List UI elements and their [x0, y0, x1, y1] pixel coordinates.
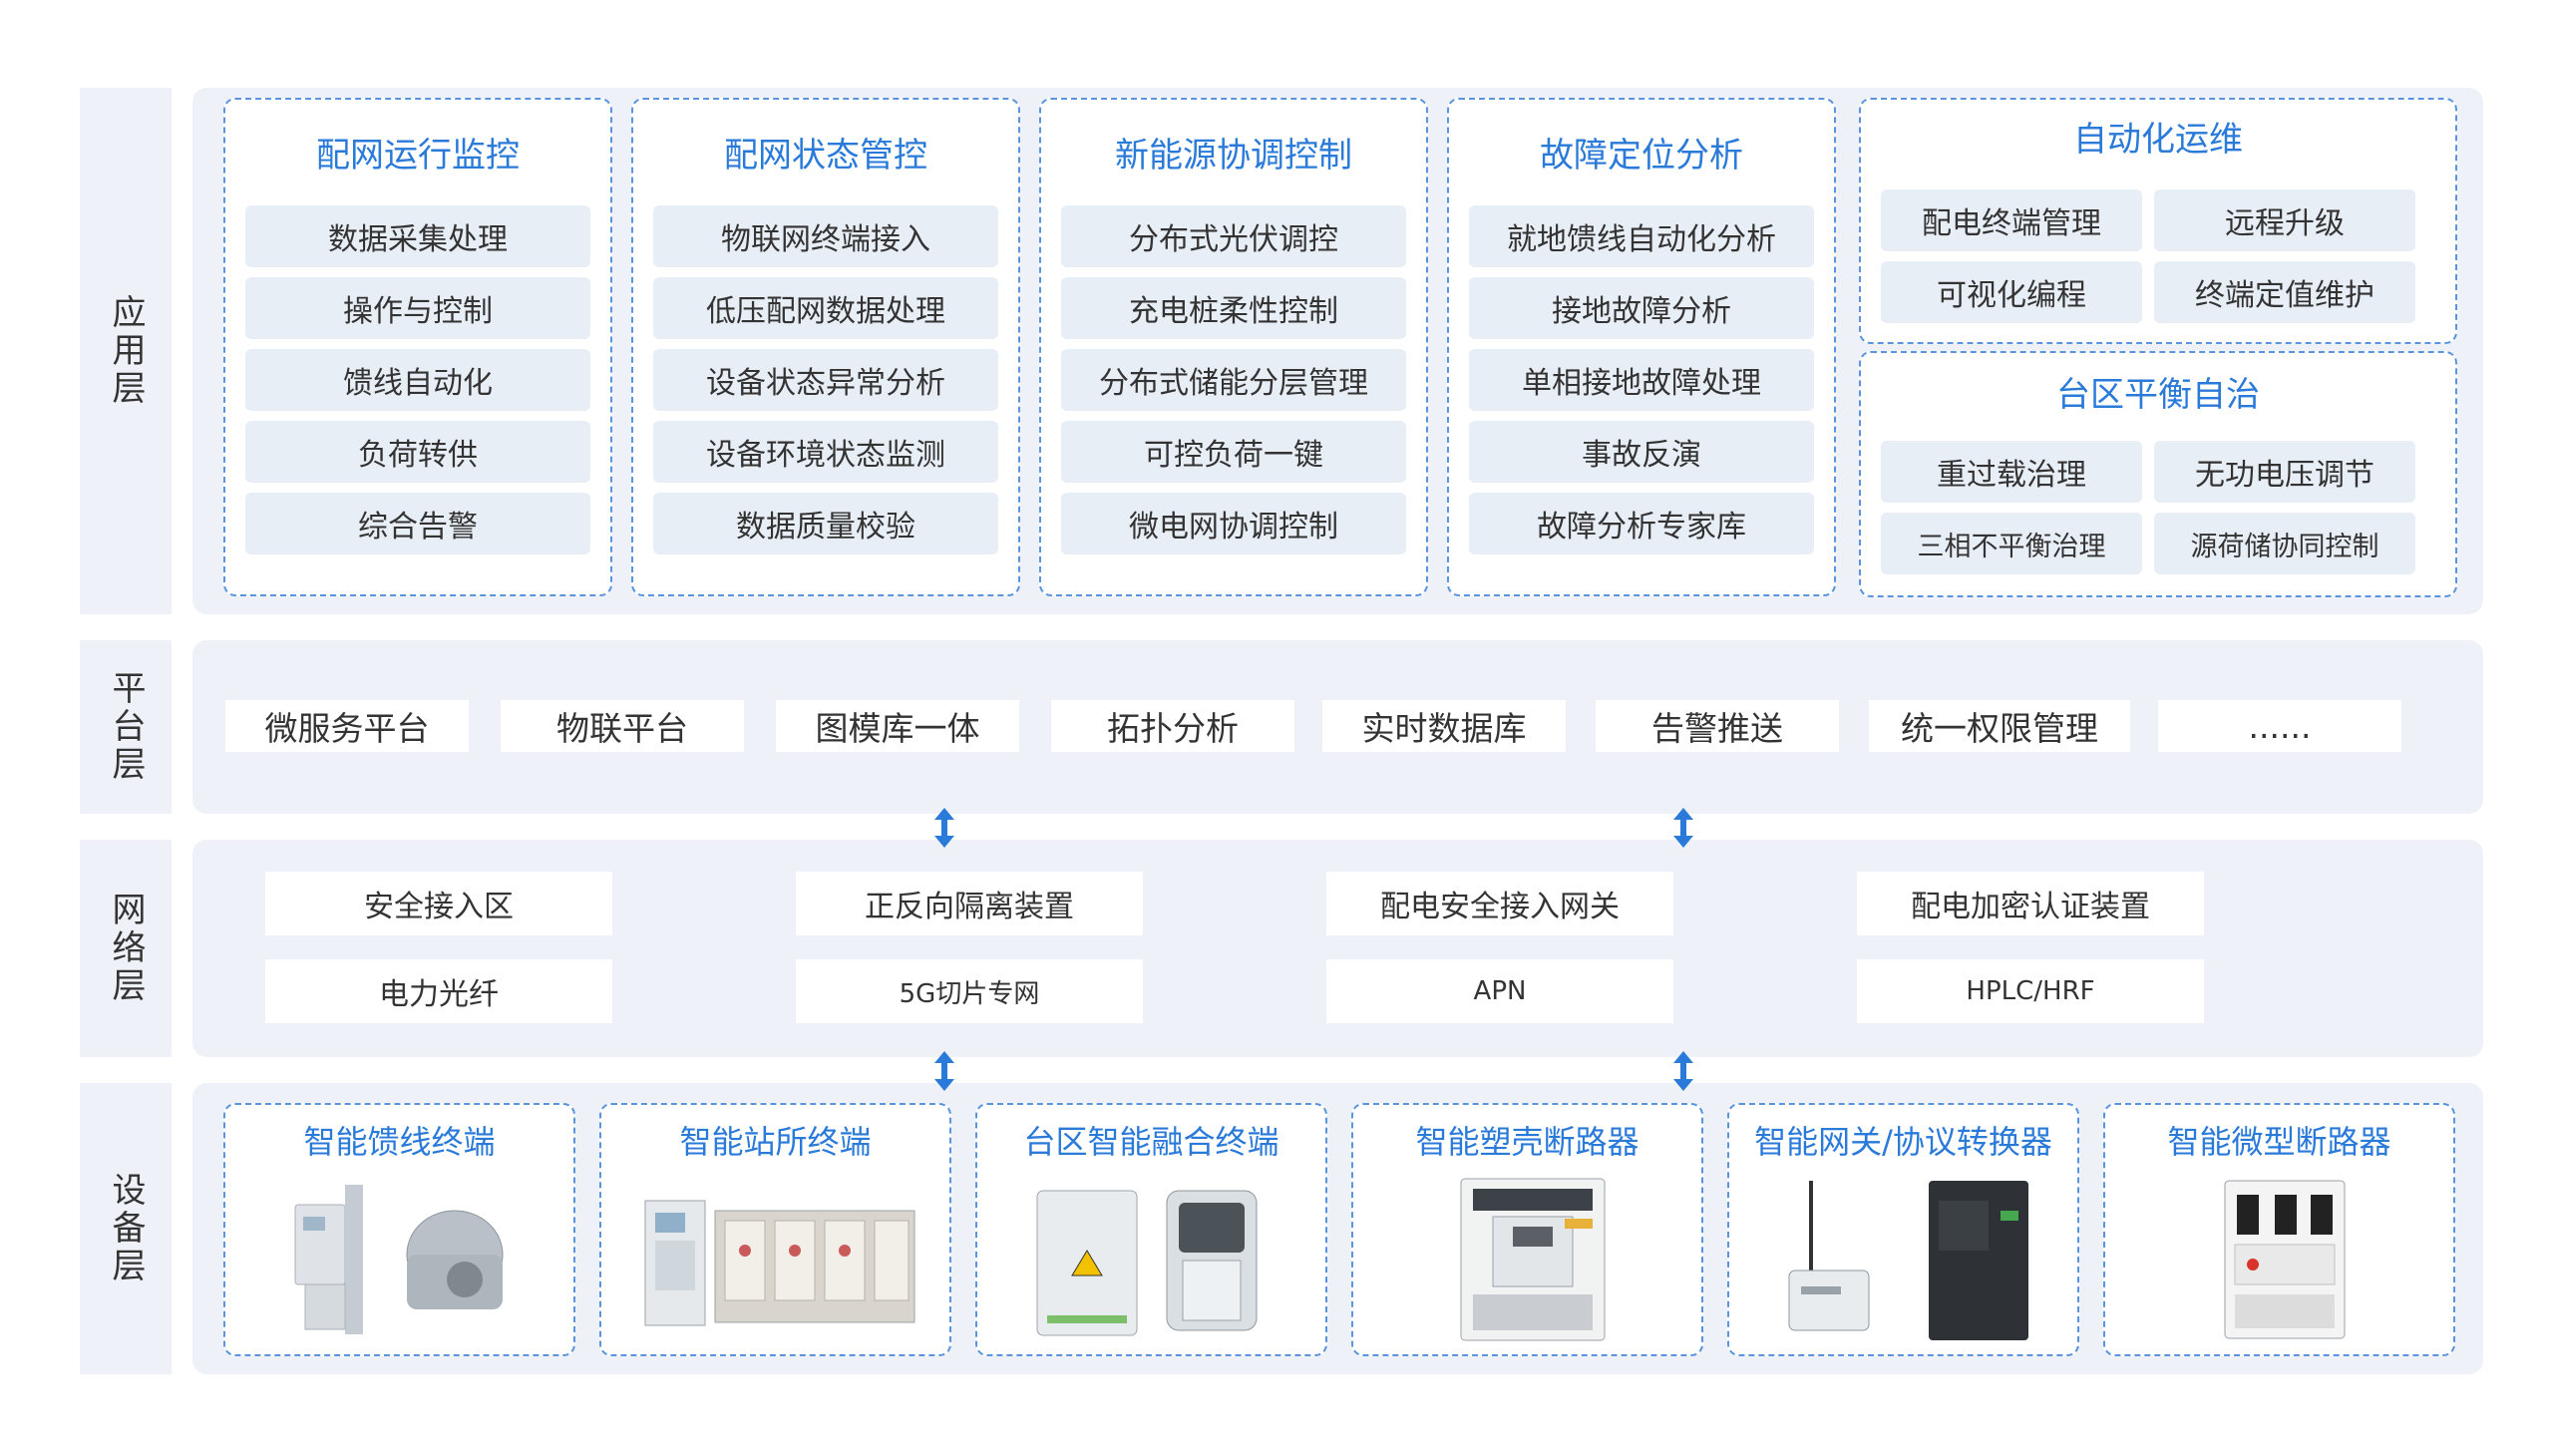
auto-ops-item: 可视化编程 [1881, 261, 2142, 323]
card-title: 配网状态管控 [724, 136, 927, 176]
device-title: 智能网关/协议转换器 [1754, 1123, 2052, 1161]
platform-item: 图模库一体 [776, 700, 1019, 752]
app-card-item: 分布式光伏调控 [1061, 205, 1406, 267]
network-item: 5G切片专网 [796, 959, 1143, 1023]
platform-item: 微服务平台 [225, 700, 469, 752]
app-card-item: 可控负荷一键 [1061, 421, 1406, 483]
layer-label-text: 平台层 [106, 670, 146, 784]
platform-item: 拓扑分析 [1051, 700, 1294, 752]
bidirectional-arrow-icon [934, 1051, 954, 1091]
auto-ops-item: 配电终端管理 [1881, 189, 2142, 251]
network-item: APN [1326, 959, 1673, 1023]
platform-item: 实时数据库 [1322, 700, 1566, 752]
auto-ops-card: 自动化运维 配电终端管理 远程升级 可视化编程 终端定值维护 [1859, 98, 2457, 344]
layer-label-application: 应用层 [80, 88, 172, 614]
device-card-station-terminal: 智能站所终端 [599, 1103, 951, 1356]
layer-label-text: 网络层 [106, 892, 146, 1005]
bidirectional-arrow-icon [1673, 808, 1693, 848]
app-card-item: 数据采集处理 [245, 205, 590, 267]
device-card-gateway: 智能网关/协议转换器 [1727, 1103, 2079, 1356]
app-card-item: 微电网协调控制 [1061, 493, 1406, 554]
device-card-area-fusion-terminal: 台区智能融合终端 [975, 1103, 1327, 1356]
device-title: 智能馈线终端 [303, 1123, 496, 1161]
app-card-item: 分布式储能分层管理 [1061, 349, 1406, 411]
app-card-item: 负荷转供 [245, 421, 590, 483]
card-title: 配网运行监控 [316, 136, 520, 176]
device-title: 智能塑壳断路器 [1415, 1123, 1640, 1161]
platform-item: 统一权限管理 [1869, 700, 2130, 752]
app-card-item: 操作与控制 [245, 277, 590, 339]
app-card-item: 物联网终端接入 [653, 205, 998, 267]
app-card-item: 单相接地故障处理 [1469, 349, 1814, 411]
device-card-mcb: 智能微型断路器 [2103, 1103, 2455, 1356]
app-card-item: 就地馈线自动化分析 [1469, 205, 1814, 267]
network-item: HPLC/HRF [1857, 959, 2204, 1023]
area-balance-item: 重过载治理 [1881, 441, 2142, 503]
card-title: 故障定位分析 [1540, 136, 1743, 176]
platform-item: 告警推送 [1596, 700, 1839, 752]
network-item: 电力光纤 [265, 959, 612, 1023]
app-card: 故障定位分析就地馈线自动化分析接地故障分析单相接地故障处理事故反演故障分析专家库 [1447, 98, 1836, 596]
fusion-terminal-image-icon [1036, 1190, 1258, 1336]
area-balance-item: 无功电压调节 [2154, 441, 2415, 503]
bidirectional-arrow-icon [1673, 1051, 1693, 1091]
card-title: 新能源协调控制 [1115, 136, 1352, 176]
device-card-feeder-terminal: 智能馈线终端 [223, 1103, 575, 1356]
app-card-item: 设备状态异常分析 [653, 349, 998, 411]
device-card-mccb: 智能塑壳断路器 [1351, 1103, 1703, 1356]
card-title: 自动化运维 [2073, 120, 2243, 160]
network-item: 配电安全接入网关 [1326, 872, 1673, 935]
station-terminal-image-icon [644, 1200, 915, 1326]
app-card-item: 低压配网数据处理 [653, 277, 998, 339]
app-card-item: 故障分析专家库 [1469, 493, 1814, 554]
app-card-item: 设备环境状态监测 [653, 421, 998, 483]
app-card-item: 数据质量校验 [653, 493, 998, 554]
layer-label-network: 网络层 [80, 840, 172, 1057]
app-card-item: 综合告警 [245, 493, 590, 554]
app-card: 配网运行监控数据采集处理操作与控制馈线自动化负荷转供综合告警 [223, 98, 612, 596]
app-card-item: 充电桩柔性控制 [1061, 277, 1406, 339]
area-balance-card: 台区平衡自治 重过载治理 无功电压调节 三相不平衡治理 源荷储协同控制 [1859, 351, 2457, 597]
app-card: 配网状态管控物联网终端接入低压配网数据处理设备状态异常分析设备环境状态监测数据质… [631, 98, 1020, 596]
feeder-terminal-image-icon [294, 1185, 504, 1334]
layer-label-text: 设备层 [106, 1172, 146, 1285]
card-title: 台区平衡自治 [2056, 375, 2260, 415]
mccb-image-icon [1460, 1178, 1606, 1341]
layer-label-text: 应用层 [106, 294, 146, 408]
app-card: 新能源协调控制分布式光伏调控充电桩柔性控制分布式储能分层管理可控负荷一键微电网协… [1039, 98, 1428, 596]
app-card-item: 馈线自动化 [245, 349, 590, 411]
device-title: 智能站所终端 [679, 1123, 872, 1161]
auto-ops-item: 远程升级 [2154, 189, 2415, 251]
area-balance-item: 三相不平衡治理 [1881, 513, 2142, 574]
network-item: 配电加密认证装置 [1857, 872, 2204, 935]
layer-label-platform: 平台层 [80, 640, 172, 814]
bidirectional-arrow-icon [934, 808, 954, 848]
device-title: 智能微型断路器 [2167, 1123, 2391, 1161]
platform-item: 物联平台 [501, 700, 744, 752]
platform-item: ...... [2158, 700, 2401, 752]
network-item: 安全接入区 [265, 872, 612, 935]
gateway-image-icon [1788, 1181, 2028, 1340]
app-card-item: 事故反演 [1469, 421, 1814, 483]
mcb-image-icon [2224, 1180, 2346, 1339]
device-title: 台区智能融合终端 [1023, 1123, 1279, 1161]
layer-label-device: 设备层 [80, 1083, 172, 1374]
auto-ops-item: 终端定值维护 [2154, 261, 2415, 323]
app-card-item: 接地故障分析 [1469, 277, 1814, 339]
network-item: 正反向隔离装置 [796, 872, 1143, 935]
area-balance-item: 源荷储协同控制 [2154, 513, 2415, 574]
